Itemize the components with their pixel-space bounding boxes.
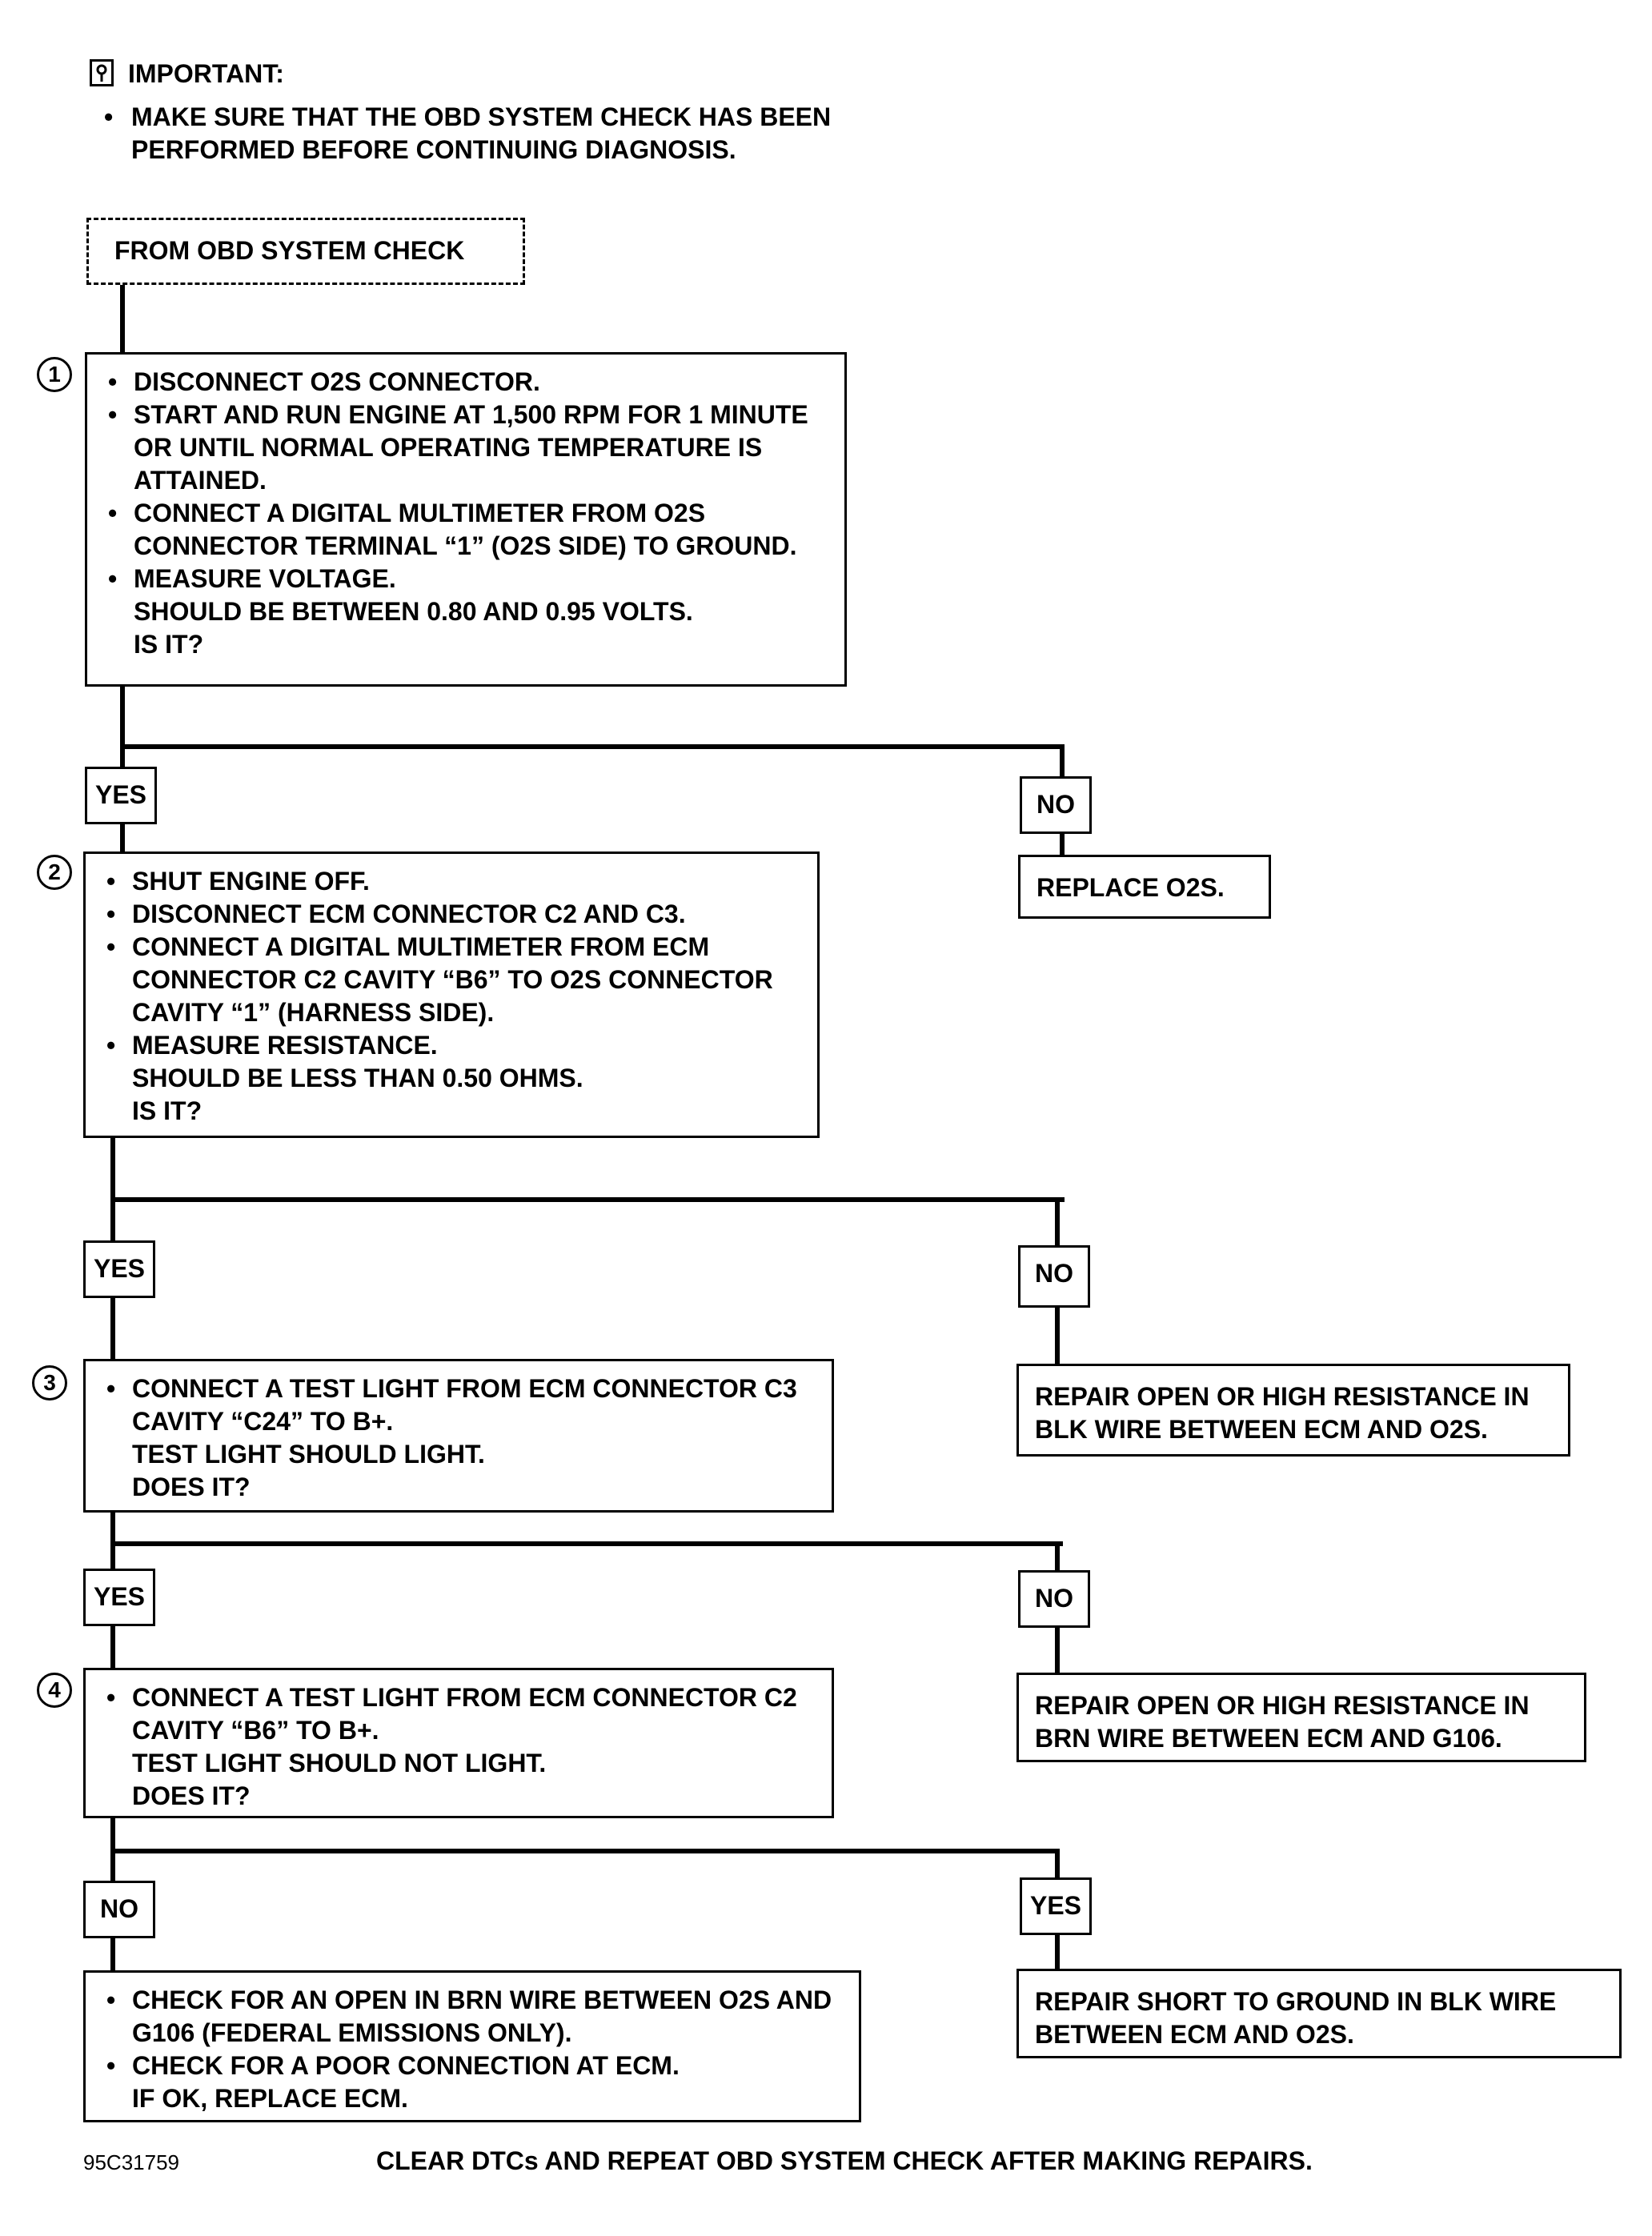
keyhole-glyph <box>96 64 107 82</box>
connector-yes1-to-step2 <box>120 824 125 855</box>
bullet-mark: • <box>106 2051 116 2080</box>
branch-step1-no-down <box>1060 744 1065 784</box>
box-line: CONNECT A TEST LIGHT FROM ECM CONNECTOR … <box>132 1683 797 1712</box>
connector-no3-to-result <box>1055 1628 1060 1673</box>
result4-box: REPAIR SHORT TO GROUND IN BLK WIRE BETWEE… <box>1016 1969 1622 2058</box>
box-line: CAVITY “1” (HARNESS SIDE). <box>132 998 495 1027</box>
step4-box: • CONNECT A TEST LIGHT FROM ECM CONNECTOR… <box>83 1668 834 1818</box>
box-line: MEASURE VOLTAGE. <box>134 564 396 593</box>
result3-box: REPAIR OPEN OR HIGH RESISTANCE IN BRN WIR… <box>1016 1673 1586 1762</box>
step4-number: 4 <box>37 1673 72 1708</box>
important-bullet: MAKE SURE THAT THE OBD SYSTEM CHECK HAS … <box>131 102 832 131</box>
bullet-mark: • <box>106 1986 116 2014</box>
box-line: CONNECT A TEST LIGHT FROM ECM CONNECTOR … <box>132 1374 797 1403</box>
box-line: IF OK, REPLACE ECM. <box>132 2084 408 2113</box>
box-line: MEASURE RESISTANCE. <box>132 1031 438 1060</box>
box-line: TEST LIGHT SHOULD NOT LIGHT. <box>132 1749 547 1777</box>
box-line: REPAIR OPEN OR HIGH RESISTANCE IN <box>1035 1382 1530 1411</box>
box-line: REPLACE O2S. <box>1037 873 1225 902</box>
important-heading: IMPORTANT: <box>128 59 284 88</box>
start-box: FROM OBD SYSTEM CHECK <box>86 218 525 285</box>
box-line: BRN WIRE BETWEEN ECM AND G106. <box>1035 1724 1502 1753</box>
connector-no1-to-result <box>1060 834 1065 856</box>
box-line: BETWEEN ECM AND O2S. <box>1035 2020 1354 2049</box>
bullet-mark: • <box>106 932 116 961</box>
bullet-mark: • <box>108 499 118 527</box>
branch-step4-yes-down <box>1055 1849 1060 1890</box>
box-line: BLK WIRE BETWEEN ECM AND O2S. <box>1035 1415 1488 1444</box>
step2-box: • SHUT ENGINE OFF. • DISCONNECT ECM CONNECT… <box>83 852 820 1138</box>
step2-number: 2 <box>37 855 72 890</box>
box-line: CHECK FOR AN OPEN IN BRN WIRE BETWEEN O2… <box>132 1986 832 2014</box>
box-line: DOES IT? <box>132 1781 251 1810</box>
step1-number: 1 <box>37 357 72 392</box>
box-line: DOES IT? <box>132 1473 251 1501</box>
branch-step3-no-down <box>1055 1541 1060 1575</box>
result2-box: REPAIR OPEN OR HIGH RESISTANCE IN BLK WIR… <box>1016 1364 1570 1457</box>
box-line: REPAIR OPEN OR HIGH RESISTANCE IN <box>1035 1691 1530 1720</box>
step4-yes-label: YES <box>1020 1877 1092 1935</box>
final-box: • CHECK FOR AN OPEN IN BRN WIRE BETWEEN O… <box>83 1970 861 2122</box>
step2-yes-label: YES <box>83 1240 155 1298</box>
step1-yes-label: YES <box>85 767 157 824</box>
branch-step3-horizontal <box>110 1541 1063 1546</box>
step3-no-label: NO <box>1018 1570 1090 1628</box>
branch-step4-horizontal <box>110 1849 1060 1853</box>
bullet-mark: • <box>108 564 118 593</box>
step1-box: • DISCONNECT O2S CONNECTOR. • START AND RUN… <box>85 352 847 687</box>
step3-number: 3 <box>32 1365 67 1401</box>
box-line: CONNECTOR TERMINAL “1” (O2S SIDE) TO GRO… <box>134 531 797 560</box>
step3-yes-label: YES <box>83 1569 155 1626</box>
box-line: SHUT ENGINE OFF. <box>132 867 370 896</box>
start-box-text: FROM OBD SYSTEM CHECK <box>114 236 465 265</box>
box-line: CAVITY “C24” TO B+. <box>132 1407 394 1436</box>
connector-start-to-step1 <box>120 285 125 354</box>
bullet-mark: • <box>108 367 118 396</box>
box-line: ATTAINED. <box>134 466 267 495</box>
bullet-mark: • <box>106 867 116 896</box>
branch-step2-no-down <box>1055 1197 1060 1247</box>
connector-no2-to-result <box>1055 1308 1060 1364</box>
box-line: TEST LIGHT SHOULD LIGHT. <box>132 1440 485 1469</box>
connector-yes4-to-result <box>1055 1935 1060 1969</box>
box-line: IS IT? <box>134 630 204 659</box>
step2-no-label: NO <box>1018 1245 1090 1308</box>
box-line: CONNECTOR C2 CAVITY “B6” TO O2S CONNECTO… <box>132 965 773 994</box>
footer-note: CLEAR DTCs AND REPEAT OBD SYSTEM CHECK A… <box>376 2146 1313 2175</box>
box-line: CONNECT A DIGITAL MULTIMETER FROM O2S <box>134 499 706 527</box>
connector-no4-to-final <box>110 1938 115 1972</box>
important-bullet-mark: • <box>104 102 114 131</box>
connector-yes2-to-step3 <box>110 1298 115 1359</box>
connector-step2-down <box>110 1138 115 1245</box>
box-line: CONNECT A DIGITAL MULTIMETER FROM ECM <box>132 932 710 961</box>
box-line: SHOULD BE BETWEEN 0.80 AND 0.95 VOLTS. <box>134 597 693 626</box>
important-bullet-cont: PERFORMED BEFORE CONTINUING DIAGNOSIS. <box>131 135 736 164</box>
box-line: OR UNTIL NORMAL OPERATING TEMPERATURE IS <box>134 433 763 462</box>
box-line: IS IT? <box>132 1096 202 1125</box>
box-line: DISCONNECT ECM CONNECTOR C2 AND C3. <box>132 900 686 928</box>
box-line: SHOULD BE LESS THAN 0.50 OHMS. <box>132 1064 583 1092</box>
branch-step2-horizontal <box>110 1197 1065 1202</box>
bullet-mark: • <box>106 900 116 928</box>
step3-box: • CONNECT A TEST LIGHT FROM ECM CONNECTOR… <box>83 1359 834 1513</box>
step1-no-label: NO <box>1020 776 1092 834</box>
connector-step4-down <box>110 1818 115 1890</box>
step4-no-label: NO <box>83 1881 155 1938</box>
box-line: REPAIR SHORT TO GROUND IN BLK WIRE <box>1035 1987 1557 2016</box>
bullet-mark: • <box>106 1683 116 1712</box>
bullet-mark: • <box>108 400 118 429</box>
bullet-mark: • <box>106 1031 116 1060</box>
box-line: START AND RUN ENGINE AT 1,500 RPM FOR 1 … <box>134 400 808 429</box>
branch-step1-horizontal <box>120 744 1065 749</box>
result1-box: REPLACE O2S. <box>1018 855 1271 919</box>
box-line: CAVITY “B6” TO B+. <box>132 1716 379 1745</box>
connector-yes3-to-step4 <box>110 1626 115 1668</box>
box-line: DISCONNECT O2S CONNECTOR. <box>134 367 540 396</box>
bullet-mark: • <box>106 1374 116 1403</box>
connector-step1-down <box>120 687 125 767</box>
figure-id: 95C31759 <box>83 2150 179 2174</box>
important-icon <box>90 59 114 86</box>
box-line: G106 (FEDERAL EMISSIONS ONLY). <box>132 2018 572 2047</box>
box-line: CHECK FOR A POOR CONNECTION AT ECM. <box>132 2051 680 2080</box>
